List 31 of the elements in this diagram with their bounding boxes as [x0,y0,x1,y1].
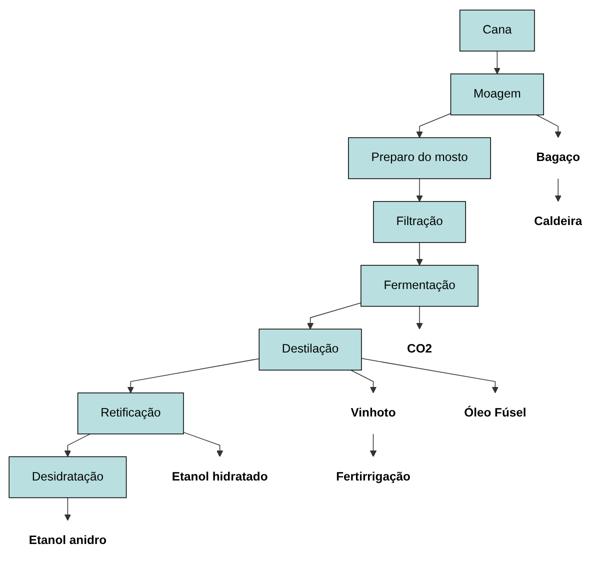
arrow [536,114,562,138]
node-text: Fertirrigação [336,470,410,484]
arrow [416,178,423,202]
node-box: Fermentação [360,265,478,307]
node-text: Etanol anidro [28,534,107,548]
arrow [350,370,377,394]
node-text: Vinhoto [350,406,396,420]
node-box: Desidratação [8,456,127,498]
arrow [183,432,224,458]
node-box: Destilação [258,328,362,371]
node-box: Preparo do mosto [348,138,491,180]
node-box: Moagem [450,74,544,116]
arrow [64,434,91,458]
node-text: Bagaço [536,152,580,164]
arrow [494,50,501,74]
node-text: Etanol hidratado [172,470,268,484]
node-text: Óleo Fúsel [464,406,526,420]
arrow [306,302,362,330]
arrow [361,358,499,394]
arrow [416,306,423,330]
node-text: CO2 [407,342,432,356]
arrow [416,242,423,266]
arrow [127,358,260,394]
arrow [370,434,377,458]
arrow [554,178,562,202]
arrow [416,113,452,138]
arrow [64,498,72,521]
node-text: Caldeira [534,215,582,228]
node-box: Retificação [77,392,184,434]
node-box: Filtração [373,201,466,244]
node-box: Cana [460,10,535,52]
